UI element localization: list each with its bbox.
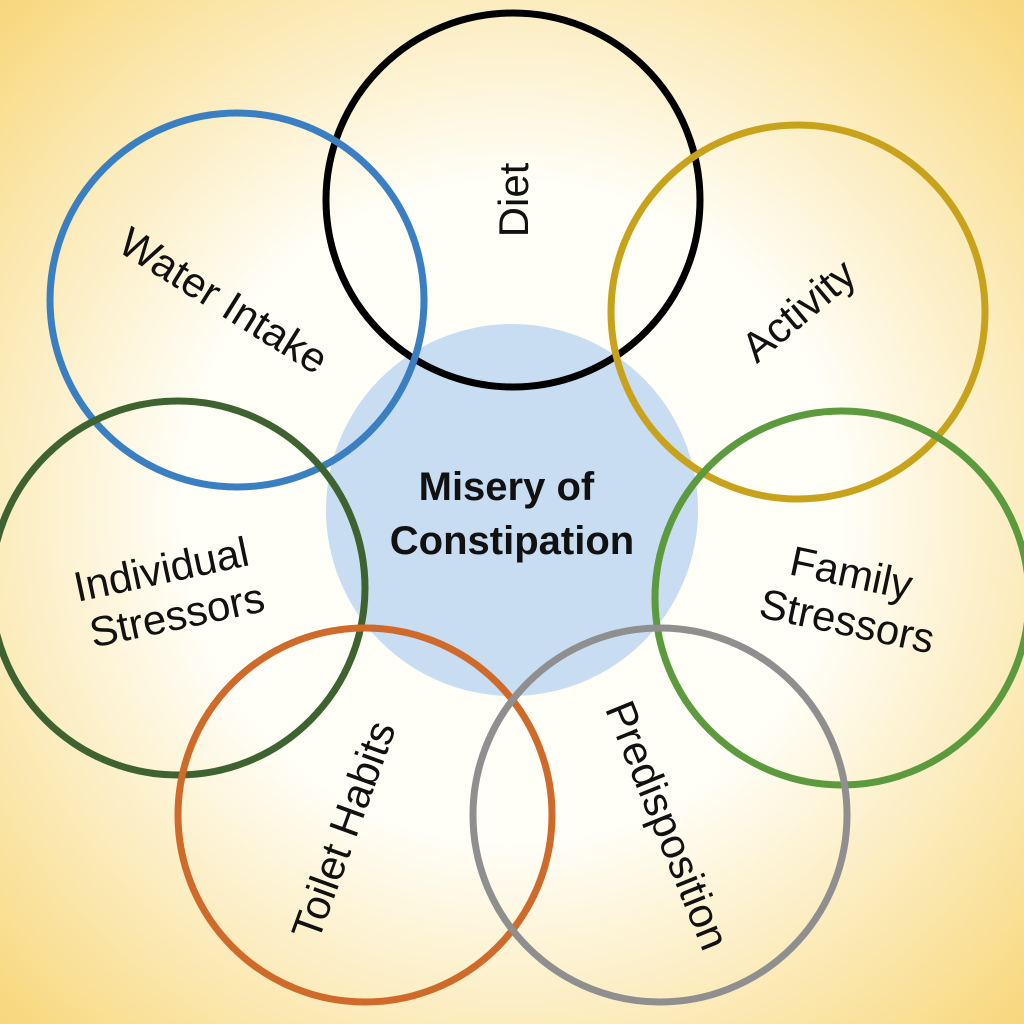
individual-stressors-ring [0, 397, 369, 779]
center-disc [326, 324, 698, 696]
center-label: Misery of Constipation [390, 465, 634, 563]
water-intake-ring [46, 109, 428, 491]
activity-ring [607, 121, 989, 503]
diet-label: Diet [490, 162, 537, 237]
predisposition-ring [469, 624, 851, 1006]
toilet-habits-ring [174, 624, 556, 1006]
diet-ring [322, 9, 704, 391]
